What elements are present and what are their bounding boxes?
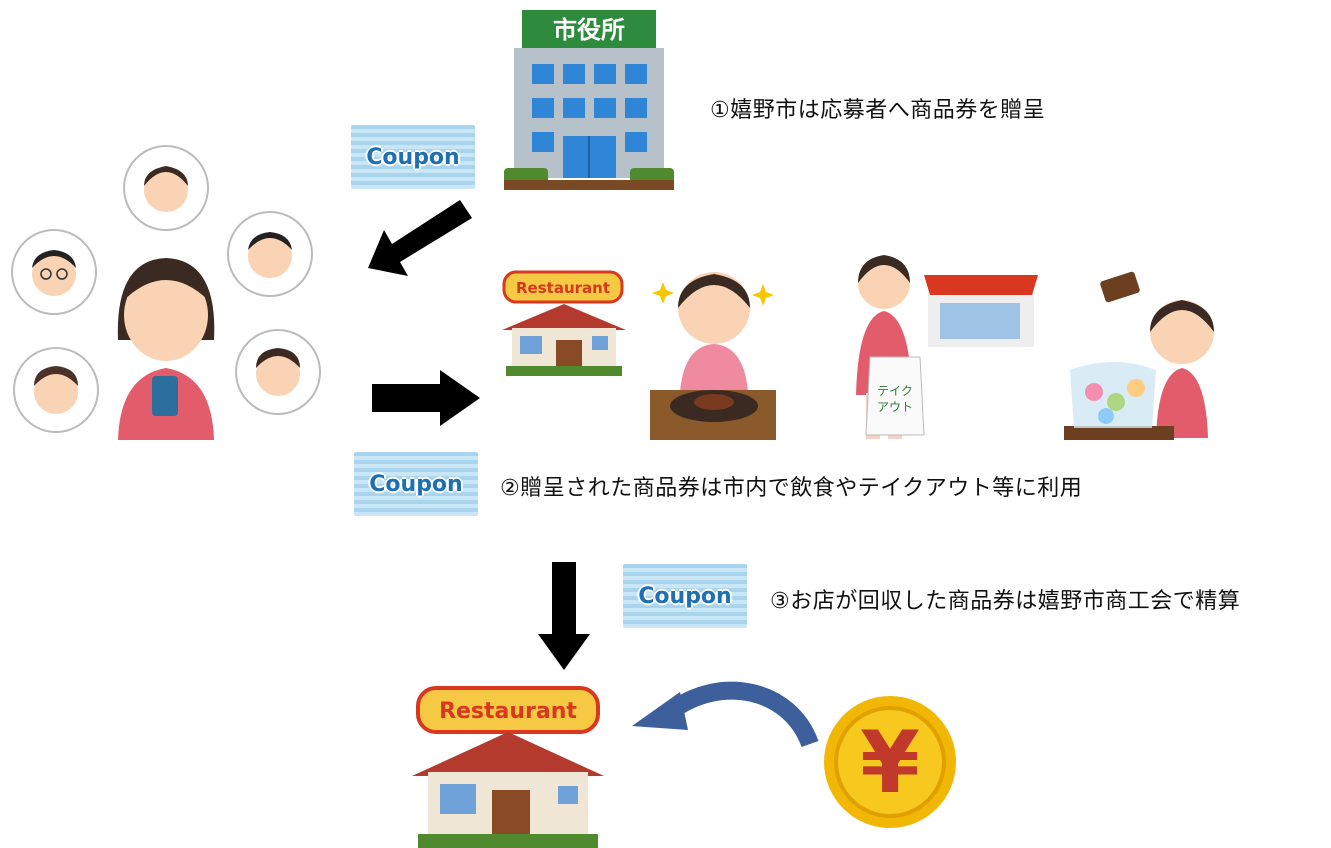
coupon-ticket-3: Coupon [623,564,747,628]
restaurant-large: Restaurant [412,686,604,848]
step3-text: ③お店が回収した商品券は嬉野市商工会で精算 [770,589,1241,614]
yen-symbol: ¥ [860,713,920,813]
step2-text: ②贈呈された商品券は市内で飲食やテイクアウト等に利用 [500,476,1083,501]
coupon-label: Coupon [366,144,460,170]
speech-bubble-older-woman [13,347,99,433]
woman-buying-sweets [1064,271,1214,440]
sparkle-icon [652,282,774,306]
step1-text: ①嬉野市は応募者へ商品券を贈呈 [710,98,1046,123]
city-hall-building: 市役所 [504,10,674,190]
speech-bubble-man-glasses [11,229,97,315]
takeout-bag [865,356,925,436]
arrow-to-applicants [368,200,472,276]
coupon-ticket-1: Coupon [351,125,475,189]
coupon-ticket-2: Coupon [354,452,478,516]
city-hall-sign: 市役所 [553,16,625,44]
coupon-label: Coupon [369,471,463,497]
woman-takeout-shopping: テイク アウト [856,255,1038,439]
speech-bubble-man [227,211,313,297]
arrow-to-shops [372,370,480,426]
restaurant-small: Restaurant [502,270,626,376]
speech-bubble-woman [123,145,209,231]
speech-bubble-young-woman [235,329,321,415]
arrow-down-to-restaurant [538,562,590,670]
restaurant-sign-text: Restaurant [516,279,610,297]
return-arrow-curved [632,681,819,748]
yen-coin-icon: ¥ [824,696,956,828]
coupon-label: Coupon [638,583,732,609]
woman-eating-steak [650,272,776,440]
takeout-bag-text-1: テイク [877,384,913,398]
restaurant-sign-text: Restaurant [439,699,577,724]
takeout-bag-text-2: アウト [877,400,913,414]
applicants-group [11,145,321,440]
woman-with-smartphone [117,258,215,440]
